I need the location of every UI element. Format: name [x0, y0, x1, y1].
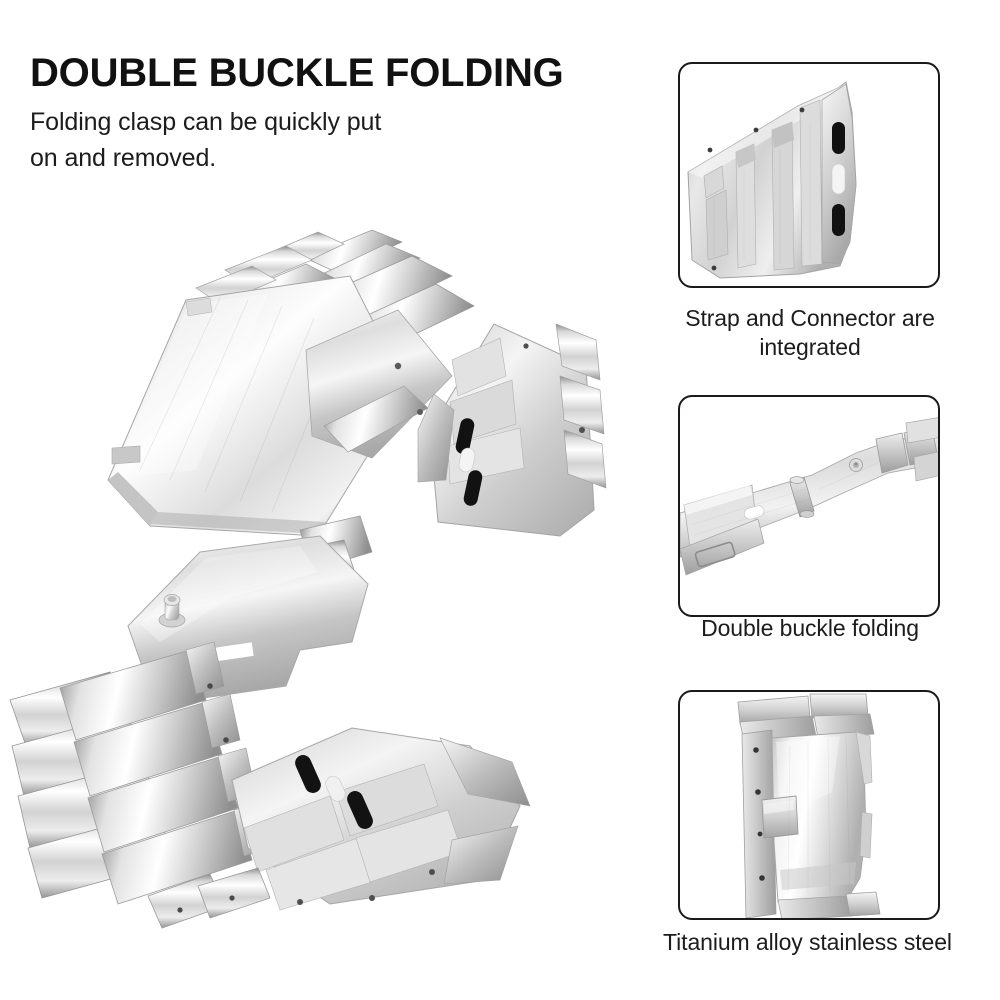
feature-panel-titanium-alloy[interactable] [678, 690, 940, 920]
page-subtitle-line-1: Folding clasp can be quickly put [30, 108, 382, 136]
panel-1-caption-line-2: integrated [759, 334, 861, 361]
feature-panel-double-buckle[interactable] [678, 395, 940, 617]
clasp-screw [849, 458, 863, 472]
strap-connector-closeup-image [680, 64, 938, 286]
connector-slots-lower [295, 755, 373, 829]
panel-1-caption-line-1: Strap and Connector are [685, 305, 935, 331]
lower-connector-lug [231, 727, 531, 911]
page-subtitle: Folding clasp can be quickly put on and … [30, 105, 381, 176]
lower-hinge-links [147, 867, 271, 929]
page-title: DOUBLE BUCKLE FOLDING [30, 51, 564, 95]
push-button [158, 594, 186, 628]
panel-3-caption: Titanium alloy stainless steel [615, 928, 1000, 957]
feature-panel-strap-connector[interactable] [678, 62, 940, 288]
upper-connector-lug [417, 323, 607, 537]
page-subtitle-line-2: on and removed. [30, 143, 217, 172]
hero-product-image [0, 180, 660, 970]
folding-clasp-closeup-image [680, 397, 938, 615]
panel-1-caption: Strap and Connector are integrated [640, 304, 980, 363]
panel-2-caption: Double buckle folding [640, 614, 980, 643]
panel-3-caption-line-1: Titanium alloy stainless steel [663, 929, 952, 955]
clasp-cover-closeup-image [680, 692, 938, 918]
clasp-inner-tongue [305, 309, 453, 459]
panel-2-caption-line-1: Double buckle folding [701, 615, 919, 641]
connector-slots [455, 418, 483, 506]
